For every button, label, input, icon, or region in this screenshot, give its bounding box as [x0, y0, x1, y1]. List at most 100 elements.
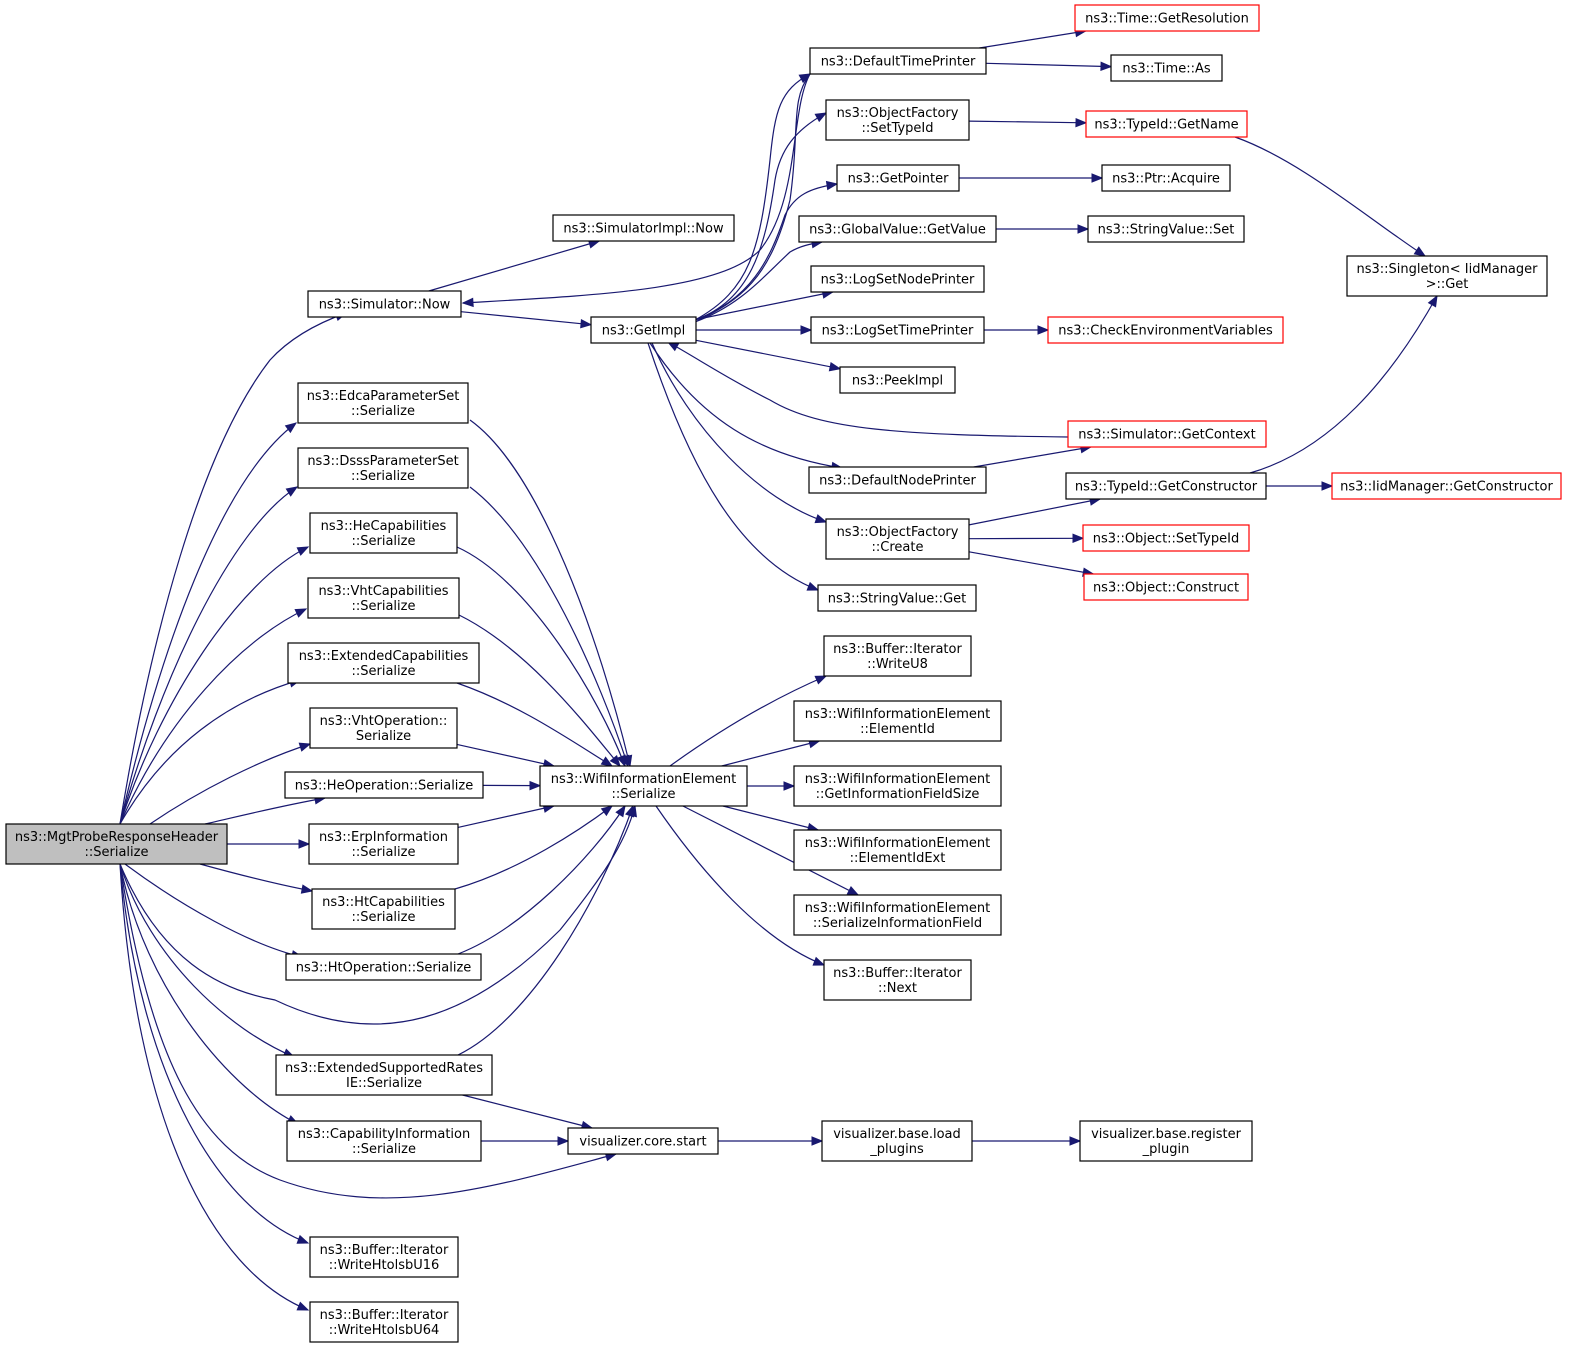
node-label: ns3::Singleton< IidManager: [1356, 262, 1538, 277]
edge-vhtcap-to-wieserialize: [458, 614, 621, 768]
node-box: [1074, 4, 1260, 32]
node-simnow[interactable]: ns3::Simulator::Now: [307, 290, 462, 318]
edge-root-to-writehtolsbu16: [119, 863, 310, 1244]
node-writehtolsbu64[interactable]: ns3::Buffer::Iterator::WriteHtolsbU64: [309, 1301, 459, 1343]
node-typeidgetname[interactable]: ns3::TypeId::GetName: [1085, 110, 1248, 138]
node-capinfo[interactable]: ns3::CapabilityInformation::Serialize: [286, 1120, 482, 1162]
edge-getimpl-to-simnow: [461, 73, 811, 323]
node-box: [821, 1120, 973, 1162]
node-label: ::ElementId: [860, 722, 935, 737]
node-vizload[interactable]: visualizer.base.load_plugins: [821, 1120, 973, 1162]
node-box: [311, 888, 456, 930]
node-box: [275, 1054, 493, 1096]
edge-root-to-hecap: [119, 546, 310, 825]
node-iidgetconstructor[interactable]: ns3::IidManager::GetConstructor: [1331, 472, 1562, 500]
node-label: ::Serialize: [352, 845, 416, 860]
node-label: ns3::StringValue::Set: [1098, 223, 1235, 238]
node-elementidext[interactable]: ns3::WifiInformationElement::ElementIdEx…: [793, 829, 1002, 871]
edge-wieserialize-to-getinfofieldsize: [747, 781, 796, 791]
node-box: [1087, 215, 1245, 243]
node-dsss[interactable]: ns3::DsssParameterSet::Serialize: [297, 447, 469, 489]
node-ofsettypeid[interactable]: ns3::ObjectFactory::SetTypeId: [825, 99, 970, 141]
node-box: [307, 290, 462, 318]
edge-getimpl-to-logsettimeprinter: [696, 325, 813, 335]
node-objconstruct[interactable]: ns3::Object::Construct: [1083, 573, 1249, 601]
node-box: [308, 823, 459, 865]
node-label: ::Serialize: [352, 599, 416, 614]
node-getresolution[interactable]: ns3::Time::GetResolution: [1074, 4, 1260, 32]
node-typeidgetconstructor[interactable]: ns3::TypeId::GetConstructor: [1065, 472, 1267, 500]
node-label: ns3::CapabilityInformation: [298, 1127, 470, 1142]
node-htop[interactable]: ns3::HtOperation::Serialize: [285, 953, 482, 981]
node-ptracquire[interactable]: ns3::Ptr::Acquire: [1101, 164, 1231, 192]
node-label: ns3::LogSetNodePrinter: [821, 273, 975, 288]
node-label: ns3::Buffer::Iterator: [320, 1243, 449, 1258]
node-label: ns3::Simulator::Now: [319, 298, 451, 313]
node-simimplnow[interactable]: ns3::SimulatorImpl::Now: [552, 214, 735, 242]
node-timeas[interactable]: ns3::Time::As: [1110, 54, 1223, 82]
node-getpointer[interactable]: ns3::GetPointer: [836, 164, 960, 192]
node-serinfofield[interactable]: ns3::WifiInformationElement::SerializeIn…: [793, 894, 1002, 936]
node-box: [297, 382, 469, 424]
node-box: [808, 466, 987, 494]
node-getinfofieldsize[interactable]: ns3::WifiInformationElement::GetInformat…: [793, 765, 1002, 807]
node-box: [297, 447, 469, 489]
node-vizregister[interactable]: visualizer.base.register_plugin: [1079, 1120, 1253, 1162]
node-box: [1067, 420, 1267, 448]
node-writehtolsbu16[interactable]: ns3::Buffer::Iterator::WriteHtolsbU16: [309, 1236, 459, 1278]
node-htcap[interactable]: ns3::HtCapabilities::Serialize: [311, 888, 456, 930]
node-label: ::Serialize: [612, 787, 676, 802]
edge-wieserialize-to-elementid: [721, 739, 821, 767]
node-label: ns3::Buffer::Iterator: [833, 966, 962, 981]
node-label: ns3::GetImpl: [602, 324, 686, 339]
node-box: [823, 959, 972, 1001]
node-label: ns3::SimulatorImpl::Now: [563, 222, 724, 237]
node-objsettypeid[interactable]: ns3::Object::SetTypeId: [1082, 524, 1250, 552]
node-extcap[interactable]: ns3::ExtendedCapabilities::Serialize: [287, 642, 480, 684]
node-hecap[interactable]: ns3::HeCapabilities::Serialize: [309, 512, 458, 554]
node-box: [307, 577, 460, 619]
node-deftimeprinter[interactable]: ns3::DefaultTimePrinter: [809, 47, 987, 75]
node-getimpl[interactable]: ns3::GetImpl: [590, 316, 697, 344]
node-box: [1082, 524, 1250, 552]
node-label: ns3::WifiInformationElement: [805, 707, 991, 722]
node-label: ::Create: [872, 540, 924, 555]
node-root[interactable]: ns3::MgtProbeResponseHeader::Serialize: [5, 823, 228, 865]
node-logsettimeprinter[interactable]: ns3::LogSetTimePrinter: [810, 316, 985, 344]
node-defnodeprinter[interactable]: ns3::DefaultNodePrinter: [808, 466, 987, 494]
node-label: ::Serialize: [351, 469, 415, 484]
node-ofcreate[interactable]: ns3::ObjectFactory::Create: [825, 518, 970, 560]
node-box: [1079, 1120, 1253, 1162]
node-vizstart[interactable]: visualizer.core.start: [567, 1127, 719, 1155]
node-box: [810, 316, 985, 344]
node-wieserialize[interactable]: ns3::WifiInformationElement::Serialize: [539, 765, 748, 807]
node-label: ::Serialize: [352, 664, 416, 679]
edge-ofcreate-to-typeidgetconstructor: [968, 496, 1102, 526]
node-gvgetvalue[interactable]: ns3::GlobalValue::GetValue: [798, 215, 997, 243]
node-heop[interactable]: ns3::HeOperation::Serialize: [284, 771, 484, 799]
node-box: [793, 829, 1002, 871]
node-simgetcontext[interactable]: ns3::Simulator::GetContext: [1067, 420, 1267, 448]
node-stringvalueget[interactable]: ns3::StringValue::Get: [817, 584, 977, 612]
node-writeu8[interactable]: ns3::Buffer::Iterator::WriteU8: [823, 635, 972, 677]
node-vhtcap[interactable]: ns3::VhtCapabilities::Serialize: [307, 577, 460, 619]
node-label: ::Serialize: [352, 910, 416, 925]
node-bufnext[interactable]: ns3::Buffer::Iterator::Next: [823, 959, 972, 1001]
node-erp[interactable]: ns3::ErpInformation::Serialize: [308, 823, 459, 865]
node-peekimpl[interactable]: ns3::PeekImpl: [839, 366, 956, 394]
node-edca[interactable]: ns3::EdcaParameterSet::Serialize: [297, 382, 469, 424]
node-label: ns3::EdcaParameterSet: [307, 389, 460, 404]
node-elementid[interactable]: ns3::WifiInformationElement::ElementId: [793, 700, 1002, 742]
node-logsetnodeprinter[interactable]: ns3::LogSetNodePrinter: [810, 265, 985, 293]
node-checkenv[interactable]: ns3::CheckEnvironmentVariables: [1047, 316, 1284, 344]
node-box: [1101, 164, 1231, 192]
node-box: [823, 635, 972, 677]
node-stringvalueset[interactable]: ns3::StringValue::Set: [1087, 215, 1245, 243]
node-vhtop[interactable]: ns3::VhtOperation::Serialize: [309, 707, 458, 749]
node-box: [798, 215, 997, 243]
edge-root-to-htop: [124, 863, 304, 960]
node-label: ::Serialize: [85, 845, 149, 860]
node-singletonget[interactable]: ns3::Singleton< IidManager>::Get: [1346, 255, 1548, 297]
